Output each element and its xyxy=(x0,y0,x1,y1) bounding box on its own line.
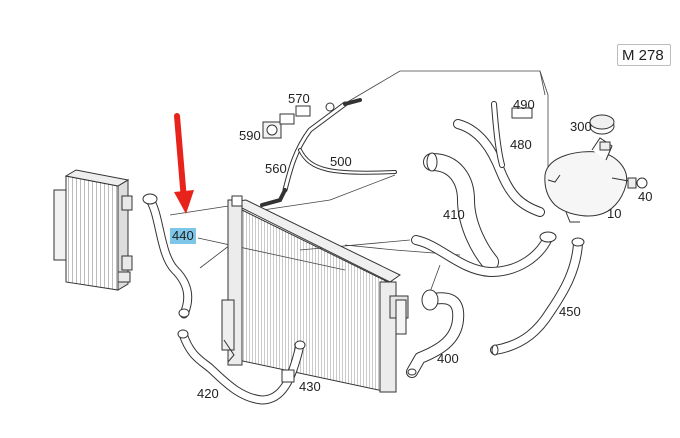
hose-420 xyxy=(177,329,306,405)
callout-570[interactable]: 570 xyxy=(288,91,310,106)
callout-420[interactable]: 420 xyxy=(197,386,219,401)
callout-430[interactable]: 430 xyxy=(299,379,321,394)
hose-440 xyxy=(142,193,193,319)
callout-410[interactable]: 410 xyxy=(443,207,465,222)
callout-500[interactable]: 500 xyxy=(330,154,352,169)
hose-480 xyxy=(453,101,545,217)
callout-10[interactable]: 10 xyxy=(607,206,622,221)
model-code-box: M 278 xyxy=(617,44,671,66)
expansion-tank xyxy=(544,114,648,223)
model-code: M 278 xyxy=(622,47,664,64)
callout-440-highlighted[interactable]: 440 xyxy=(170,228,196,244)
callout-450[interactable]: 450 xyxy=(559,304,581,319)
valve-590 xyxy=(262,102,335,139)
callout-560[interactable]: 560 xyxy=(265,161,287,176)
callout-490[interactable]: 490 xyxy=(513,97,535,112)
callout-480[interactable]: 480 xyxy=(510,137,532,152)
callout-590[interactable]: 590 xyxy=(239,128,261,143)
callout-300[interactable]: 300 xyxy=(570,119,592,134)
hose-400 xyxy=(406,289,465,378)
pipe-500 xyxy=(260,98,397,207)
hose-450 xyxy=(490,237,585,356)
auxiliary-radiator xyxy=(53,169,133,291)
main-radiator xyxy=(221,195,409,393)
callout-40[interactable]: 40 xyxy=(638,189,653,204)
hose-410 xyxy=(411,152,557,277)
callout-400[interactable]: 400 xyxy=(437,351,459,366)
leader-lines xyxy=(169,70,549,293)
